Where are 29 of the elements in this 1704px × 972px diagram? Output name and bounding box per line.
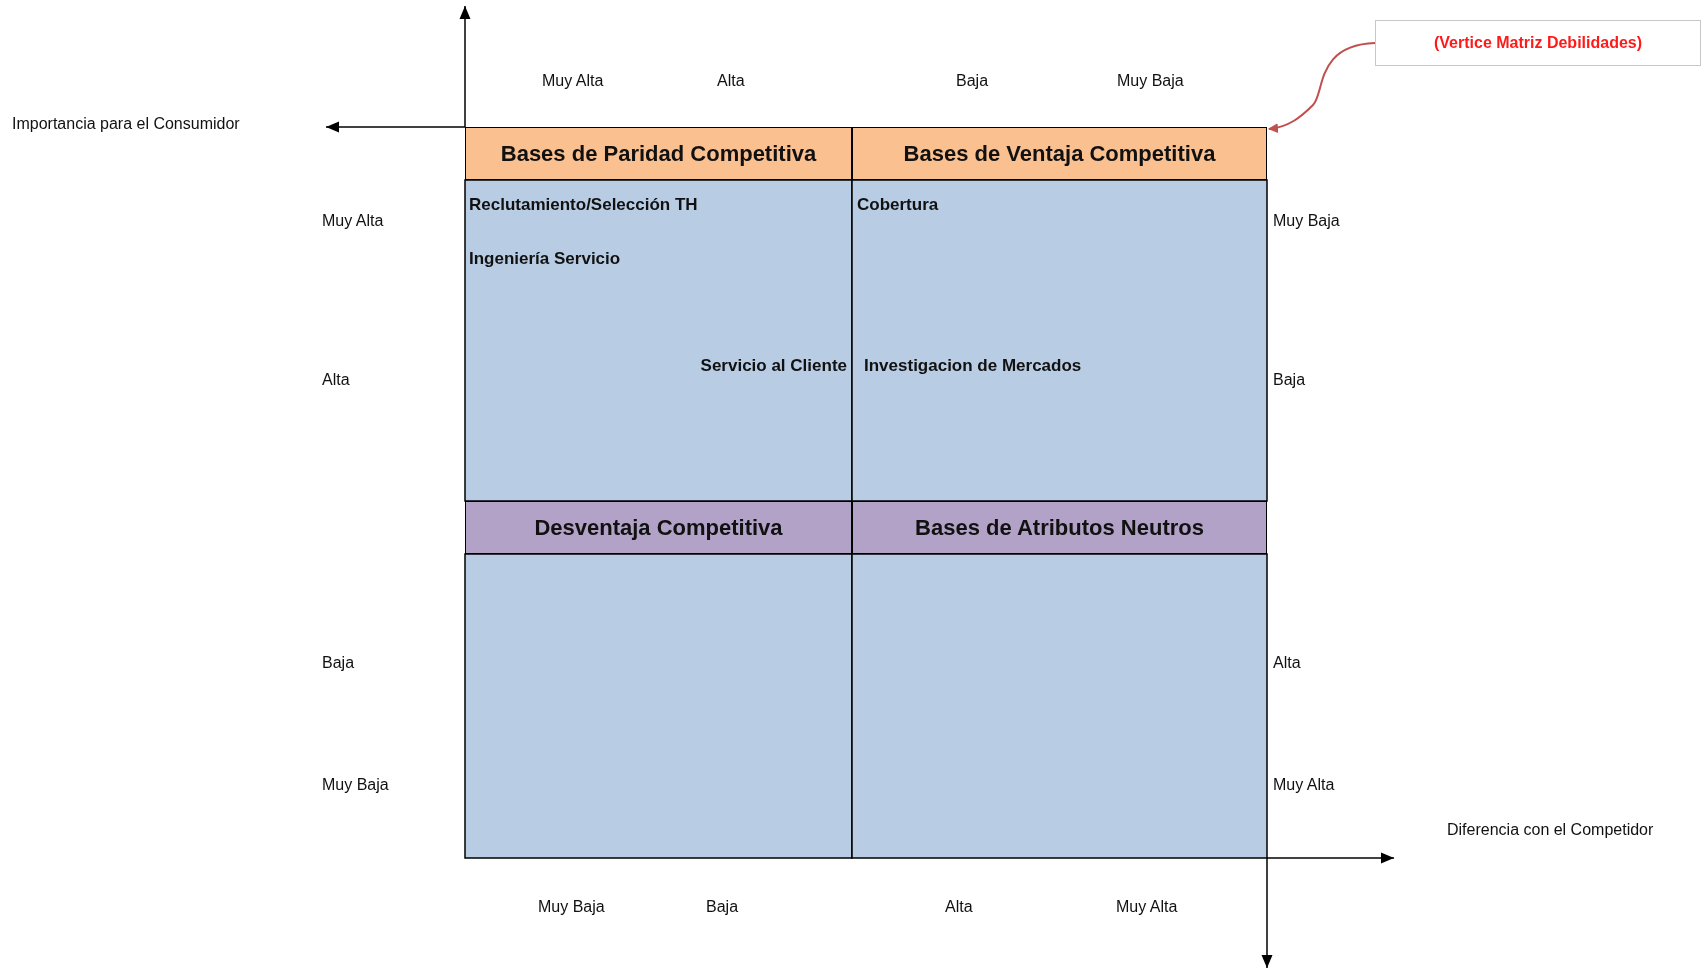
axis-label: Muy Alta <box>1273 775 1335 795</box>
item-text: Investigacion de Mercados <box>864 356 1082 376</box>
axis-title: Importancia para el Consumidor <box>12 114 240 134</box>
axis-label: Alta <box>322 370 350 390</box>
axis-label: Alta <box>945 897 973 917</box>
header-band: Bases de Ventaja Competitiva <box>852 127 1267 180</box>
axis-label: Baja <box>706 897 739 917</box>
header-band: Bases de Atributos Neutros <box>852 501 1267 554</box>
axis-label: Muy Baja <box>1117 71 1184 91</box>
axis-label: Baja <box>1273 370 1306 390</box>
axis-label: Alta <box>717 71 745 91</box>
axis-label: Muy Alta <box>322 211 384 231</box>
axis-label: Alta <box>1273 653 1301 673</box>
item-text: Servicio al Cliente <box>700 356 847 376</box>
header-band: Desventaja Competitiva <box>465 501 852 554</box>
axis-title: Diferencia con el Competidor <box>1447 820 1654 840</box>
axis-label: Muy Baja <box>538 897 605 917</box>
axis-label: Muy Alta <box>1116 897 1178 917</box>
leader-line <box>1268 42 1376 133</box>
axis-label: Baja <box>322 653 355 673</box>
item-text: Reclutamiento/Selección TH <box>469 195 698 215</box>
header-band: Bases de Paridad Competitiva <box>465 127 852 180</box>
item-text: Ingeniería Servicio <box>469 249 621 269</box>
callout-box: (Vertice Matriz Debilidades) <box>1375 20 1701 66</box>
axis-label: Muy Alta <box>542 71 604 91</box>
axis-label: Muy Baja <box>322 775 389 795</box>
item-text: Cobertura <box>857 195 939 215</box>
axis-label: Baja <box>956 71 989 91</box>
axis-label: Muy Baja <box>1273 211 1340 231</box>
